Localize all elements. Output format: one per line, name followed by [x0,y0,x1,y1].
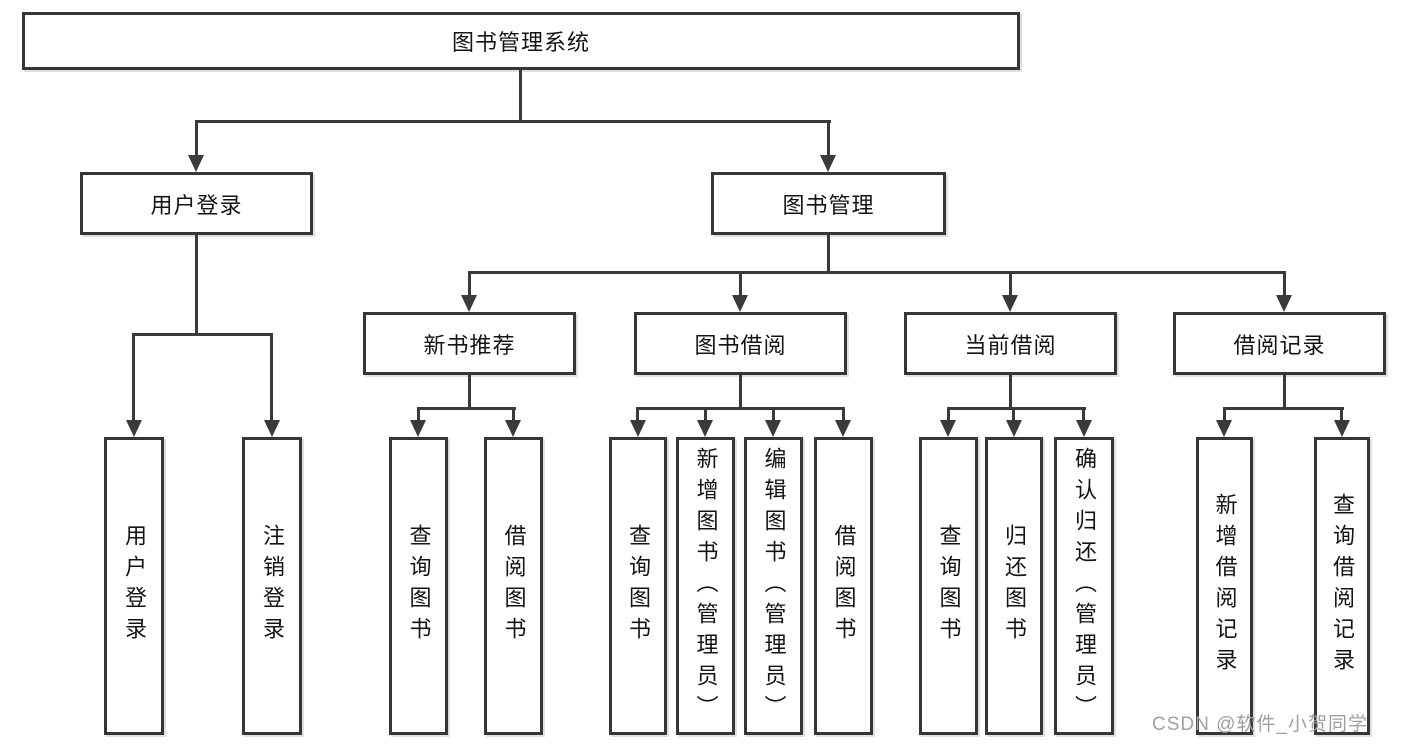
leaf-logout: 注销登录 [242,437,302,735]
connector-line [468,271,471,297]
leaf-edit-books-admin: 编辑图书（管理员） [744,437,803,735]
leaf-logout-label: 注销登录 [260,524,285,648]
leaf-borrow-books: 借阅图书 [814,437,873,735]
node-library-system: 图书管理系统 [22,12,1020,70]
connector-line [1340,407,1343,422]
leaf-query-books-current: 查询图书 [919,437,978,735]
arrowhead-down [264,420,280,437]
arrowhead-down [188,155,204,172]
leaf-query-books-recommend-label: 查询图书 [406,524,432,648]
node-user-login: 用户登录 [80,172,313,235]
leaf-user-login: 用户登录 [104,437,164,735]
leaf-return-books: 归还图书 [985,437,1043,735]
connector-line [739,375,742,409]
leaf-query-borrow-record-label: 查询借阅记录 [1330,493,1355,679]
leaf-add-borrow-record-label: 新增借阅记录 [1212,493,1238,679]
leaf-query-books-borrowing: 查询图书 [609,437,667,735]
connector-line [739,271,742,297]
arrowhead-down [820,155,836,172]
connector-line [704,407,707,422]
arrowhead-down [1002,295,1018,312]
connector-line [512,407,515,422]
leaf-query-borrow-record: 查询借阅记录 [1314,437,1370,735]
leaf-query-books-recommend: 查询图书 [389,437,448,735]
connector-line [636,407,639,422]
connector-line [468,375,471,409]
leaf-edit-books-admin-label: 编辑图书（管理员） [761,446,787,726]
leaf-query-books-borrowing-label: 查询图书 [626,524,651,648]
node-new-book-recommend: 新书推荐 [363,312,576,375]
connector-line [636,407,845,410]
node-book-borrowing-label: 图书借阅 [694,332,787,358]
node-new-book-recommend-label: 新书推荐 [423,332,516,358]
leaf-query-books-current-label: 查询图书 [936,524,962,648]
csdn-watermark: CSDN @软件_小贺同学 [1152,714,1368,735]
arrowhead-down [1076,420,1092,437]
node-book-borrowing: 图书借阅 [634,312,847,375]
arrowhead-down [1216,420,1232,437]
connector-line [1009,271,1012,297]
arrowhead-down [1006,420,1022,437]
connector-line [417,407,516,410]
connector-line [195,120,831,123]
connector-line [827,120,830,157]
arrowhead-down [940,420,956,437]
leaf-add-books-admin-label: 新增图书（管理员） [693,446,719,726]
arrowhead-down [410,420,426,437]
arrowhead-down [630,420,646,437]
node-book-management-label: 图书管理 [782,192,875,218]
connector-line [1223,407,1226,422]
connector-line [468,271,1286,274]
connector-line [519,70,522,122]
connector-line [1223,407,1344,410]
node-current-borrowing: 当前借阅 [904,312,1117,375]
connector-line [842,407,845,422]
leaf-add-books-admin: 新增图书（管理员） [676,437,735,735]
arrowhead-down [505,420,521,437]
connector-line [827,235,830,274]
arrowhead-down [697,420,713,437]
leaf-add-borrow-record: 新增借阅记录 [1196,437,1253,735]
leaf-return-books-label: 归还图书 [1002,524,1027,648]
connector-line [1283,375,1286,409]
arrowhead-down [126,420,142,437]
node-borrowing-records-label: 借阅记录 [1233,332,1326,358]
leaf-confirm-return-admin: 确认归还（管理员） [1054,437,1114,735]
connector-line [947,407,1086,410]
connector-line [195,120,198,157]
arrowhead-down [765,420,781,437]
leaf-borrow-books-recommend: 借阅图书 [484,437,543,735]
leaf-confirm-return-admin-label: 确认归还（管理员） [1072,446,1097,726]
connector-line [1009,375,1012,409]
leaf-borrow-books-recommend-label: 借阅图书 [501,524,527,648]
arrowhead-down [732,295,748,312]
connector-line [1283,271,1286,297]
leaf-borrow-books-label: 借阅图书 [831,524,857,648]
node-user-login-label: 用户登录 [150,192,243,218]
arrowhead-down [461,295,477,312]
arrowhead-down [1276,295,1292,312]
arrowhead-down [1334,420,1350,437]
connector-line [132,333,135,422]
node-library-system-label: 图书管理系统 [451,30,590,55]
connector-line [417,407,420,422]
node-borrowing-records: 借阅记录 [1173,312,1386,375]
connector-line [947,407,950,422]
node-current-borrowing-label: 当前借阅 [964,332,1057,358]
connector-line [1012,407,1015,422]
connector-line [270,333,273,422]
connector-line [132,333,273,336]
connector-line [772,407,775,422]
node-book-management: 图书管理 [711,172,946,235]
leaf-user-login-label: 用户登录 [122,524,147,648]
connector-line [195,235,198,335]
arrowhead-down [835,420,851,437]
connector-line [1082,407,1085,422]
